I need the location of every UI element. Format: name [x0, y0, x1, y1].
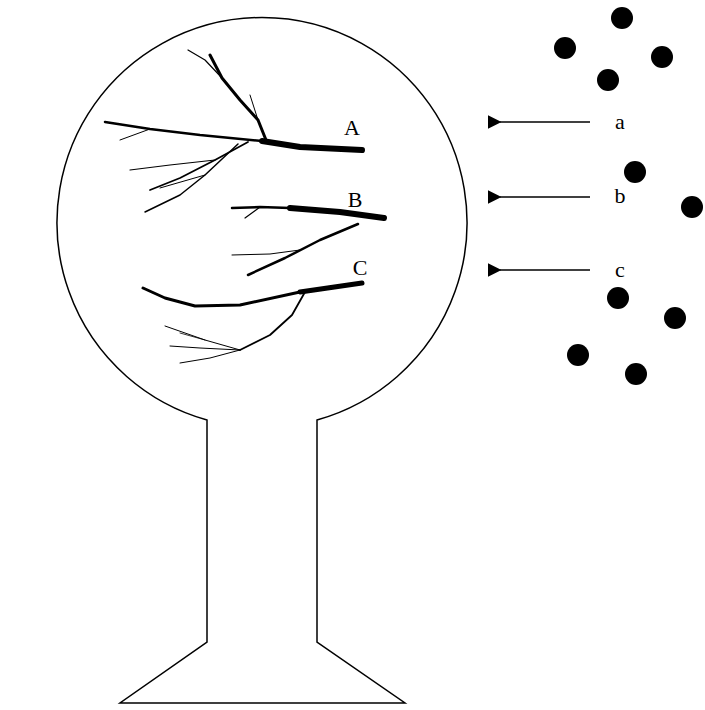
- branch-label: A: [344, 117, 360, 139]
- arrow-label: a: [615, 111, 625, 133]
- particles: [554, 7, 703, 385]
- arrow-label: b: [615, 185, 626, 207]
- branch-label: B: [348, 189, 363, 211]
- arrow-label: c: [615, 259, 625, 281]
- flask-outline: [57, 18, 467, 703]
- branch-c: [143, 283, 362, 363]
- branch-a: [105, 50, 362, 212]
- incoming-arrows: [500, 122, 590, 270]
- branch-label: C: [353, 257, 368, 279]
